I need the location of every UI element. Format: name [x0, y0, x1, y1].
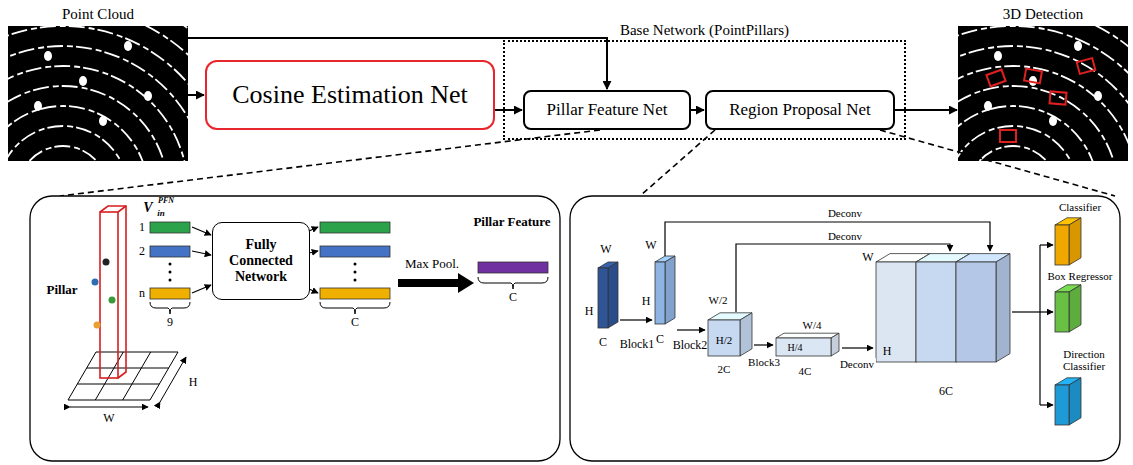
node-label: Region Proposal Net [723, 98, 877, 121]
diagram-label: Pillar [46, 283, 77, 297]
process-box: Cosine Estimation Net [205, 60, 495, 130]
node-label: Pillar Feature Net [541, 98, 674, 121]
diagram-label: H [883, 345, 892, 358]
feature-map-block [1055, 285, 1081, 332]
output-vectors [320, 222, 390, 299]
diagram-label: n [139, 287, 145, 300]
feature-map-block [655, 256, 675, 324]
diagram-label: H [642, 295, 651, 308]
node-heading: Point Cloud [62, 6, 134, 23]
diagram-label: Box Regressor [1047, 270, 1112, 282]
diagram-label: Deconv [826, 230, 864, 242]
diagram-label: 2 [139, 245, 145, 258]
rpn-arrow [620, 222, 1053, 405]
diagram-label: 4C [799, 365, 812, 377]
diagram-label: 2C [718, 363, 731, 375]
point-cloud-image [8, 26, 188, 161]
node-label: Cosine Estimation Net [226, 78, 473, 111]
detection-image [958, 26, 1128, 161]
diagram-label: 6C [939, 385, 953, 398]
node-heading: 3D Detection [1003, 6, 1083, 23]
diagram-label: H/2 [716, 334, 733, 346]
diagram-label: Classifier [1059, 201, 1101, 213]
node-heading: Base Network (PointPillars) [620, 22, 789, 39]
feature-map-block [1055, 378, 1081, 425]
dimension-arrow [70, 407, 148, 408]
feature-map-block [776, 333, 839, 356]
brace [320, 302, 390, 314]
detail-panel [30, 196, 560, 461]
maxpool-arrow [398, 273, 474, 293]
diagram-label: V [143, 200, 152, 215]
diagram-label: Deconv [826, 207, 864, 219]
diagram-label: C [509, 291, 517, 304]
connector-arrow [495, 109, 522, 111]
feature-map-block [708, 313, 752, 356]
process-box: Region Proposal Net [705, 90, 895, 130]
detail-panel [570, 196, 1120, 461]
rpn-split [1012, 245, 1040, 405]
diagram-label: 9 [167, 316, 173, 329]
diagram-label: W/4 [803, 319, 822, 331]
point-dots [92, 259, 116, 329]
process-box: Pillar Feature Net [523, 90, 691, 130]
brace [150, 302, 190, 314]
diagram-label: Direction Classifier [1053, 348, 1115, 372]
diagram-label: C [599, 336, 607, 349]
dimension-arrow [160, 357, 186, 402]
diagram-label: W [600, 243, 611, 256]
feature-map-block [956, 254, 1010, 362]
diagram-label: 1 [139, 221, 145, 234]
node-label: Fully Connected Network [213, 235, 309, 286]
process-box: Fully Connected Network [212, 222, 310, 300]
feature-map-block [1055, 218, 1081, 265]
diagram-label: Block1 [620, 338, 655, 351]
group-box: Base Network (PointPillars)Pillar Featur… [503, 40, 906, 140]
brace [478, 277, 548, 289]
connector-arrow [188, 94, 204, 96]
diagram-label: H [189, 376, 198, 389]
diagram-label: W [645, 239, 656, 252]
diagram-label: W [862, 251, 873, 264]
diagram-label: Pillar Feature [473, 215, 550, 229]
pillar-feature-vector [478, 262, 548, 273]
diagram-label: Block2 [673, 339, 708, 352]
diagram-label: PFN [158, 197, 174, 206]
diagram-label: C [351, 316, 359, 329]
feature-map-block [598, 262, 618, 328]
diagram-label: Max Pool. [405, 257, 459, 271]
input-vectors [150, 222, 190, 299]
diagram-label: in [157, 209, 165, 219]
pillar-grid [68, 352, 178, 400]
connector-arrow [691, 109, 704, 111]
point-cloud-image: Point Cloud [8, 26, 188, 161]
diagram-label: C [656, 333, 664, 346]
diagram-label: W/2 [709, 294, 728, 306]
pillar-column [100, 206, 126, 378]
diagram-label: Block3 [748, 356, 780, 368]
detection-image: 3D Detection [958, 26, 1128, 161]
diagram-label: Deconv [838, 358, 876, 370]
diagram-label: H/4 [788, 342, 803, 353]
diagram-label: H [585, 305, 594, 318]
diagram-label: W [103, 412, 114, 425]
